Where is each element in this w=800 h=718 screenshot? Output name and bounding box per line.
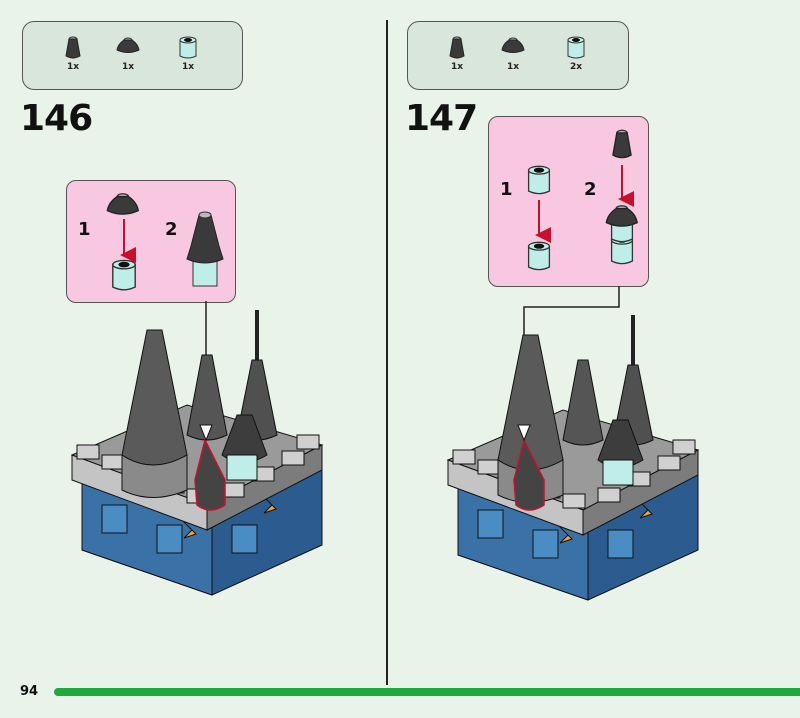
- part-item: 2x: [556, 36, 596, 72]
- part-qty: 1x: [506, 62, 520, 72]
- substep-2-illustration: [186, 211, 224, 287]
- parts-list-147: 1x 1x 2x: [407, 21, 629, 90]
- part-item: 1x: [493, 36, 533, 72]
- part-item: 1x: [53, 36, 93, 72]
- page-number: 94: [20, 684, 39, 699]
- page-divider: [386, 20, 388, 685]
- substep-number: 1: [500, 179, 513, 200]
- sub-assembly-callout: 1 2: [66, 180, 236, 303]
- part-item: 1x: [108, 36, 148, 72]
- sub-assembly-callout: 1 2: [488, 116, 649, 287]
- substep-number: 2: [165, 219, 178, 240]
- substep-number: 1: [78, 219, 91, 240]
- part-qty: 1x: [450, 62, 464, 72]
- step-number: 147: [405, 98, 478, 139]
- part-qty: 1x: [66, 62, 80, 72]
- part-item: 1x: [437, 36, 477, 72]
- part-item: 1x: [168, 36, 208, 72]
- substep-number: 2: [584, 179, 597, 200]
- substep-1-illustration: [527, 165, 551, 271]
- model-147-illustration: [446, 286, 700, 602]
- model-146-illustration: [70, 301, 324, 597]
- part-qty: 2x: [569, 62, 583, 72]
- substep-1-illustration: [106, 193, 139, 291]
- footer-accent-bar: [54, 688, 800, 696]
- part-qty: 1x: [181, 62, 195, 72]
- parts-list-146: 1x 1x 1x: [22, 21, 243, 90]
- substep-2-illustration: [605, 129, 638, 265]
- step-number: 146: [20, 98, 93, 139]
- part-qty: 1x: [121, 62, 135, 72]
